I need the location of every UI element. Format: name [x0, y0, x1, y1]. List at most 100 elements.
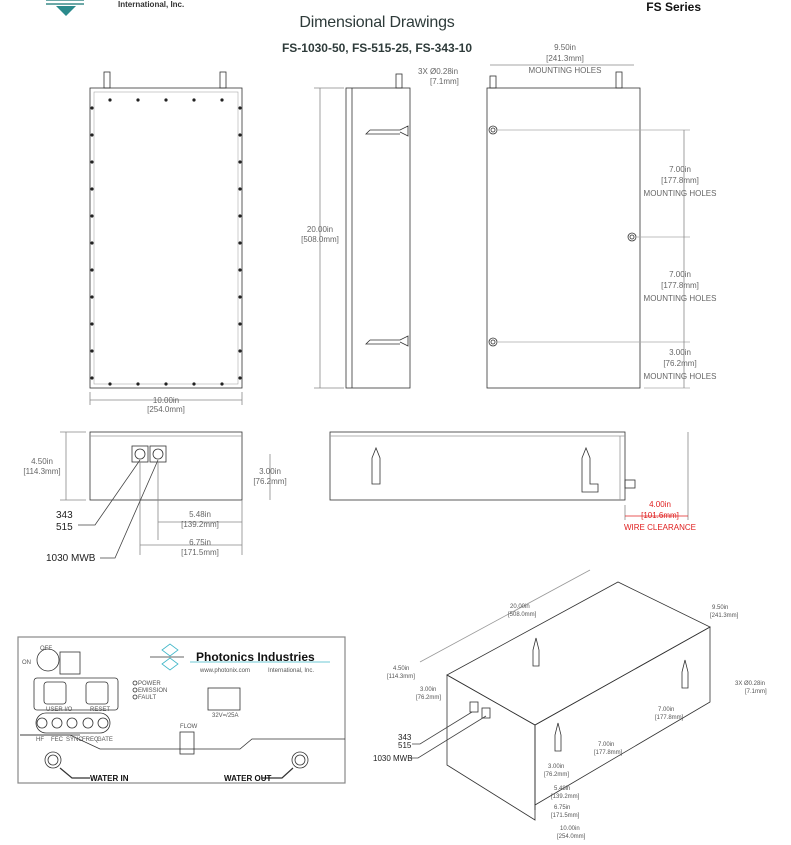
iso-s1-mm: [177.8mm]	[655, 715, 684, 721]
bnc-gate: GATE	[97, 737, 113, 743]
bolt-icon	[220, 382, 224, 386]
end-view: 4.50in [114.3mm] 3.00in [76.2mm] 5.48in …	[23, 431, 287, 564]
bolt-icon	[90, 241, 94, 245]
led-power: POWER	[138, 681, 161, 687]
dim-box-height-mm: [114.3mm]	[23, 467, 60, 476]
bolt-icon	[238, 160, 242, 164]
dim-d1: 5.48in	[189, 510, 211, 519]
iso-label-343: 343	[398, 733, 412, 742]
bolt-icon	[90, 376, 94, 380]
bolt-icon	[238, 214, 242, 218]
series-label: FS Series	[646, 0, 701, 14]
bolt-icon	[90, 349, 94, 353]
label-515: 515	[56, 522, 73, 533]
iso-s1: 7.00in	[658, 707, 674, 713]
dim-front-width: 10.00in	[153, 396, 179, 405]
panel-on: ON	[22, 660, 31, 666]
label-water-in: WATER IN	[90, 774, 129, 783]
bolt-icon	[108, 98, 112, 102]
dim-d1-mm: [139.2mm]	[181, 520, 219, 529]
long-side-view: 4.00in [101.6mm] WIRE CLEARANCE	[329, 431, 696, 532]
bolt-icon	[136, 98, 140, 102]
label-power: 32V=/25A	[212, 713, 239, 719]
panel-brand: Photonics Industries	[196, 650, 315, 664]
dim-holes-span-label: MOUNTING HOLES	[529, 66, 602, 75]
led-emission: EMISSION	[138, 688, 167, 694]
bnc-connector-icon	[51, 717, 63, 729]
iso-d2: 6.75in	[554, 805, 570, 811]
iso-s2-mm: [177.8mm]	[594, 750, 623, 756]
iso-d1-mm: [139.2mm]	[551, 794, 580, 800]
back-view: 9.50in [241.3mm] MOUNTING HOLES 7.00in […	[486, 43, 717, 389]
iso-len-mm: [508.0mm]	[508, 612, 537, 618]
panel-off: OFF	[40, 646, 52, 652]
iso-ch: 3.00in	[420, 687, 436, 693]
bolt-icon	[238, 187, 242, 191]
iso-label-1030: 1030 MWB	[373, 754, 413, 763]
label-1030: 1030 MWB	[46, 553, 96, 564]
iso-d2-mm: [171.5mm]	[551, 813, 580, 819]
bolt-icon	[90, 187, 94, 191]
iso-d1: 5.48in	[554, 786, 570, 792]
bolt-icon	[136, 382, 140, 386]
led-fault: FAULT	[138, 695, 157, 701]
bnc-connector-icon	[82, 717, 94, 729]
dim-front-width-mm: [254.0mm]	[147, 405, 185, 414]
iso-h: 4.50in	[393, 666, 409, 672]
logo-triangle-icon	[46, 0, 84, 16]
label-reset: RESET	[90, 707, 110, 713]
dim-spacing1-label: MOUNTING HOLES	[644, 189, 717, 198]
bolt-icon	[238, 268, 242, 272]
panel-company: International, Inc.	[268, 668, 314, 674]
bolt-icon	[164, 382, 168, 386]
bolt-icon	[192, 98, 196, 102]
bolt-icon	[238, 133, 242, 137]
dim-spacing1-mm: [177.8mm]	[661, 176, 699, 185]
bnc-connector-icon	[36, 717, 48, 729]
iso-ch-mm: [76.2mm]	[416, 695, 441, 701]
side-view: 20.00in [508.0mm] 3X Ø0.28in [7.1mm]	[301, 67, 459, 389]
iso-w-mm: [254.0mm]	[557, 834, 586, 840]
bnc-connector-icon	[97, 717, 109, 729]
dim-spacing1: 7.00in	[669, 165, 691, 174]
dim-wire: 4.00in	[649, 500, 671, 509]
bolt-icon	[90, 268, 94, 272]
iso-w: 10.00in	[560, 826, 580, 832]
iso-s3: 3.00in	[548, 764, 564, 770]
iso-s2: 7.00in	[598, 742, 614, 748]
control-panel: OFF ON Photonics Industries www.photonix…	[17, 636, 346, 784]
bolt-icon	[164, 98, 168, 102]
dim-spacing3-mm: [76.2mm]	[663, 359, 696, 368]
bolt-icon	[90, 106, 94, 110]
label-flow: FLOW	[180, 724, 198, 730]
bolt-icon	[238, 376, 242, 380]
dim-wire-mm: [101.6mm]	[641, 511, 679, 520]
bolt-icon	[192, 382, 196, 386]
dim-spacing3: 3.00in	[669, 348, 691, 357]
dim-box-height: 4.50in	[31, 457, 53, 466]
label-user-io: USER I/O	[46, 707, 73, 713]
front-view: 10.00in [254.0mm]	[89, 71, 243, 414]
page-title: Dimensional Drawings	[299, 14, 455, 31]
dim-spacing3-label: MOUNTING HOLES	[644, 372, 717, 381]
bolt-icon	[238, 295, 242, 299]
dim-height: 20.00in	[307, 225, 333, 234]
bolt-icon	[238, 106, 242, 110]
dim-conn-height-mm: [76.2mm]	[253, 477, 286, 486]
iso-len: 20.00in	[510, 604, 530, 610]
label-water-out: WATER OUT	[224, 774, 272, 783]
bolt-icon	[90, 214, 94, 218]
iso-width-mm: [241.3mm]	[710, 613, 739, 619]
dim-spacing2-mm: [177.8mm]	[661, 281, 699, 290]
company-logo	[44, 0, 114, 21]
iso-label-515: 515	[398, 741, 412, 750]
dim-conn-height: 3.00in	[259, 467, 281, 476]
iso-s3-mm: [76.2mm]	[544, 772, 569, 778]
label-343: 343	[56, 510, 73, 521]
bnc-freq: FREQ	[82, 737, 99, 743]
dim-height-mm: [508.0mm]	[301, 235, 339, 244]
dim-wire-label: WIRE CLEARANCE	[624, 523, 696, 532]
bolt-icon	[90, 160, 94, 164]
company-name-small: International, Inc.	[118, 0, 185, 9]
bolt-icon	[238, 349, 242, 353]
